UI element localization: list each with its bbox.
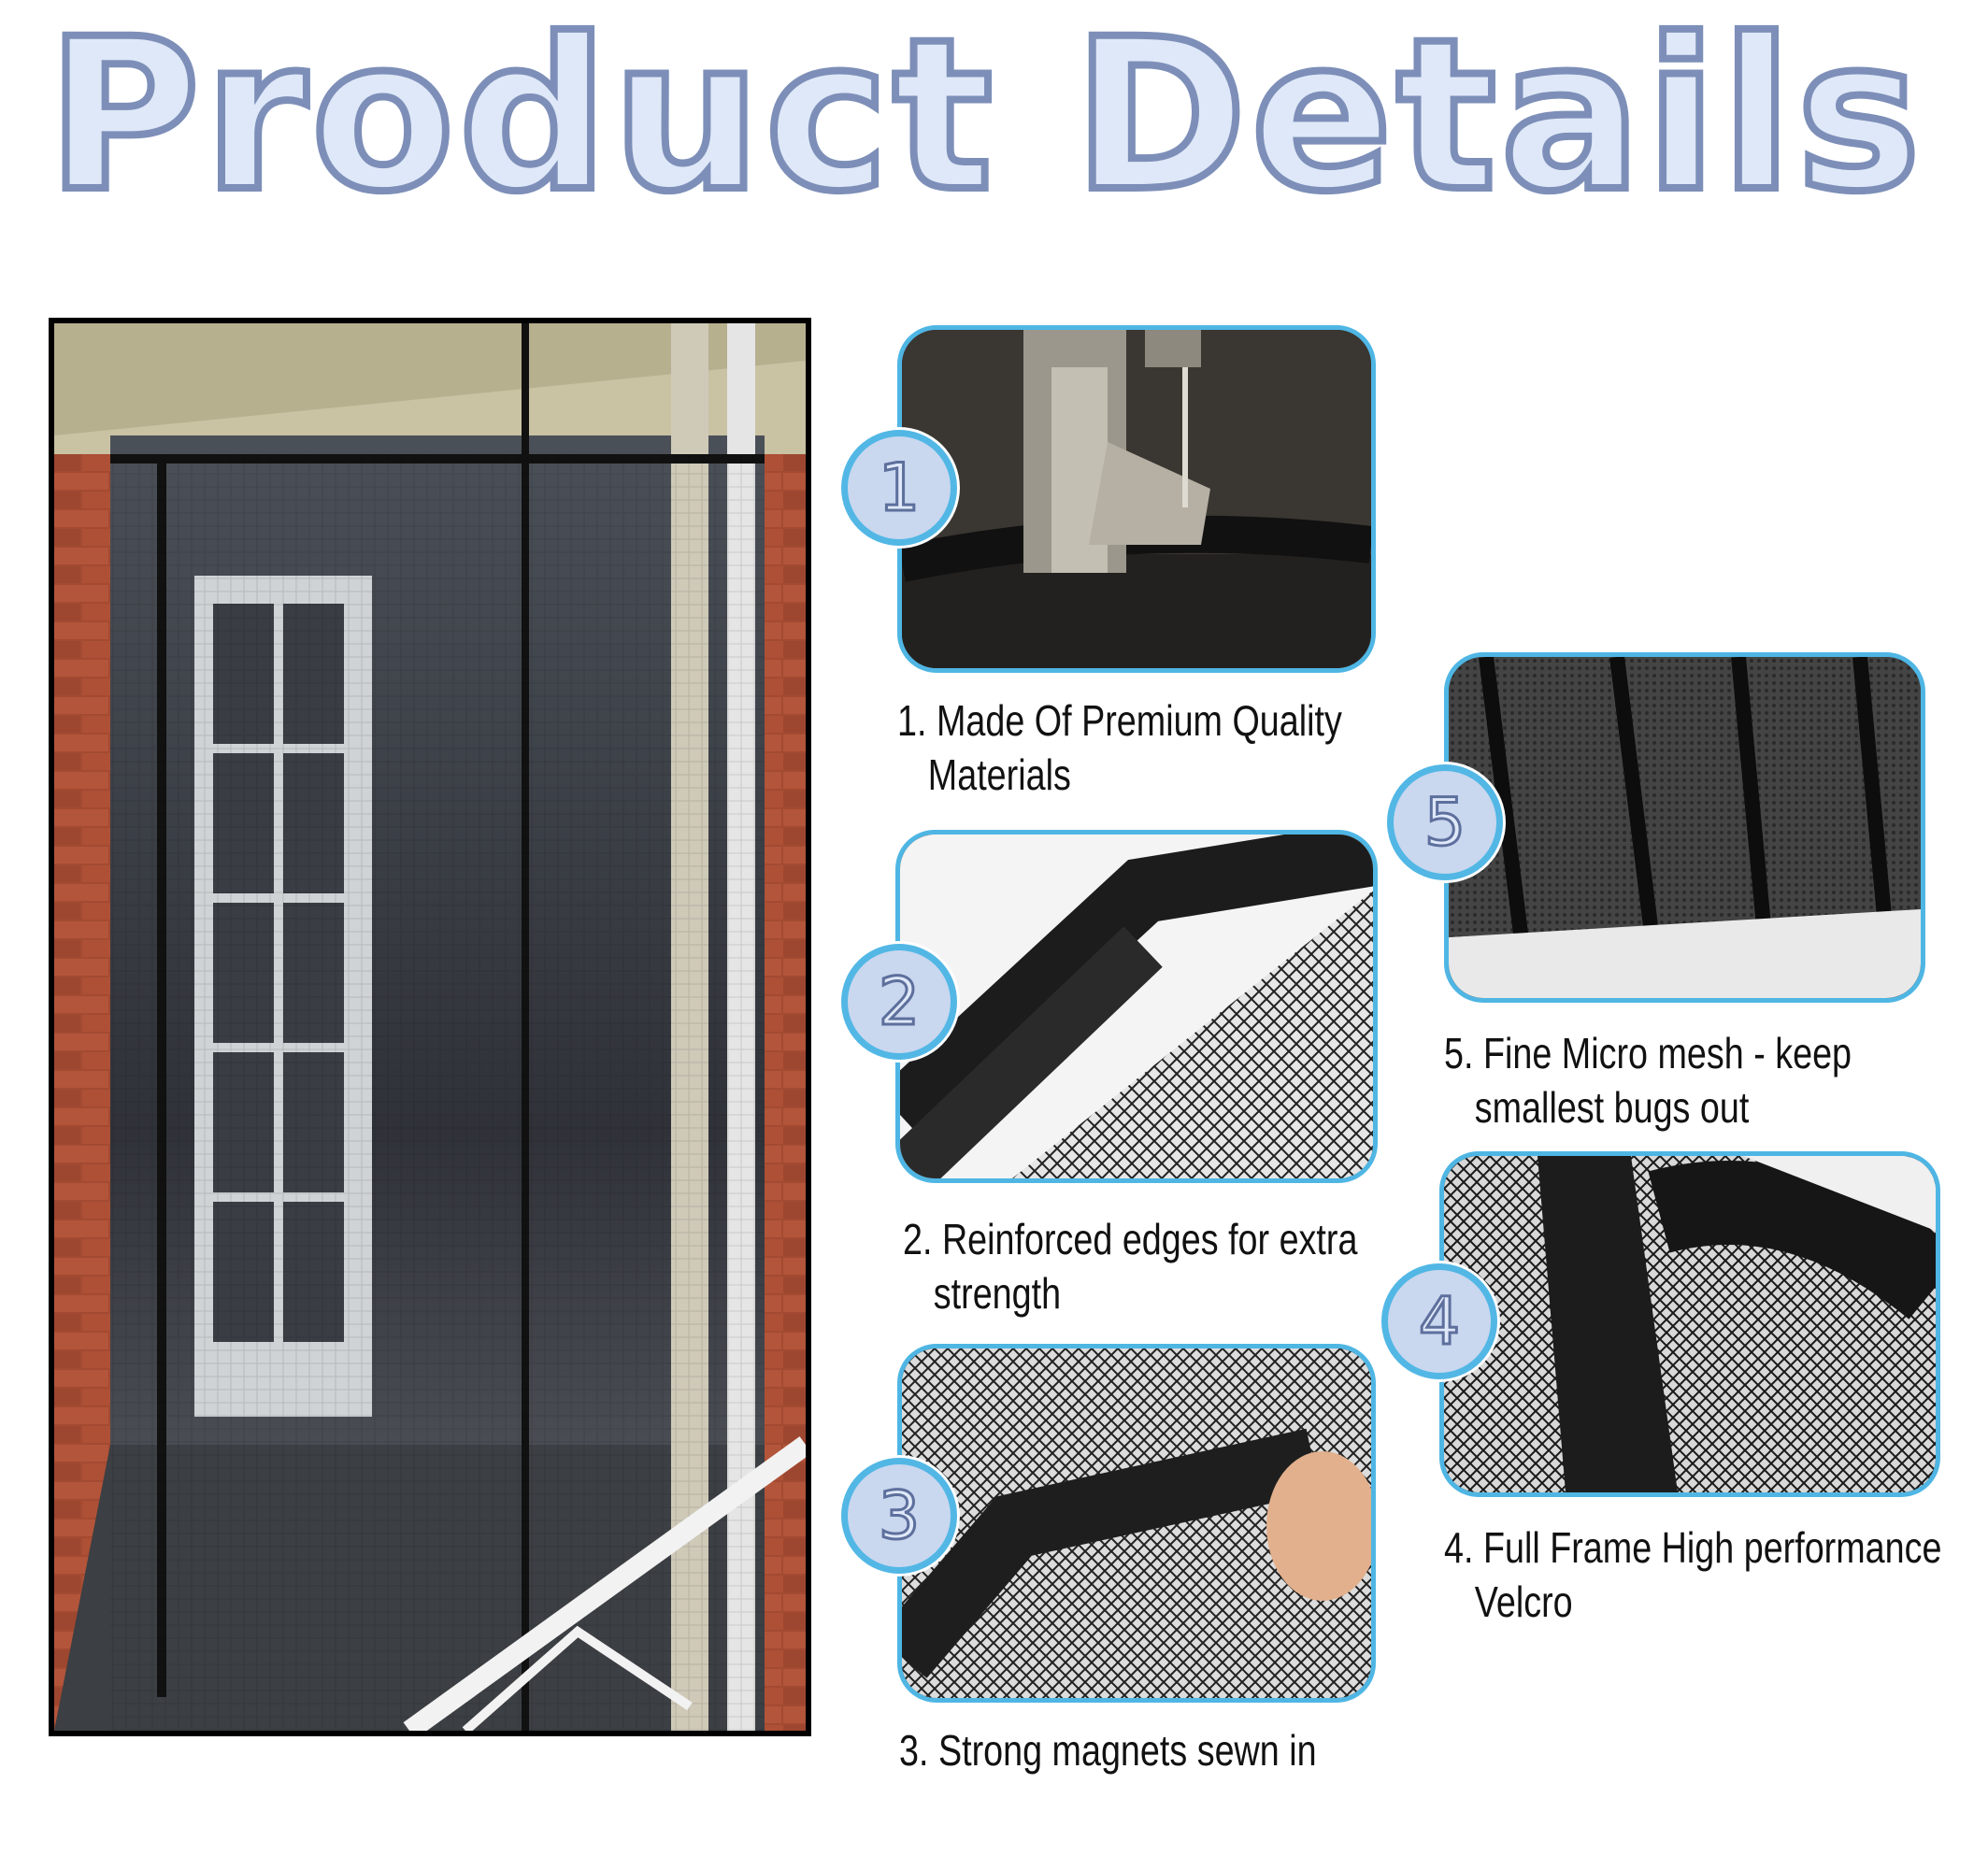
caption-4-line1: 4. Full Frame High performance: [1444, 1523, 1942, 1572]
detail-image-2: [895, 830, 1378, 1183]
caption-5-line1: 5. Fine Micro mesh - keep: [1444, 1029, 1852, 1077]
detail-image-4: [1439, 1151, 1940, 1497]
caption-2: 2. Reinforced edges for extra strength: [903, 1212, 1357, 1320]
badge-2: 2: [841, 944, 957, 1060]
detail-image-5: [1444, 652, 1925, 1003]
caption-3-line1: 3. Strong magnets sewn in: [899, 1726, 1317, 1775]
caption-1-line2: Materials: [927, 750, 1071, 799]
caption-1-line1: 1. Made Of Premium Quality: [897, 696, 1342, 745]
page-title: Product Details: [43, 0, 1925, 241]
main-product-photo: [49, 318, 811, 1736]
caption-3: 3. Strong magnets sewn in: [899, 1723, 1317, 1777]
caption-5: 5. Fine Micro mesh - keep smallest bugs …: [1444, 1026, 1852, 1134]
caption-1: 1. Made Of Premium Quality Materials: [897, 693, 1342, 802]
caption-5-line2: smallest bugs out: [1474, 1083, 1750, 1132]
detail-image-1: [897, 325, 1376, 673]
detail-image-3: [897, 1344, 1376, 1703]
caption-2-line2: strength: [933, 1269, 1062, 1318]
badge-5: 5: [1387, 764, 1503, 880]
badge-4: 4: [1381, 1263, 1497, 1379]
caption-2-line1: 2. Reinforced edges for extra: [903, 1215, 1358, 1263]
caption-4-line2: Velcro: [1474, 1577, 1573, 1626]
badge-3: 3: [841, 1458, 957, 1574]
caption-4: 4. Full Frame High performance Velcro: [1444, 1520, 1941, 1629]
badge-1: 1: [841, 430, 957, 546]
